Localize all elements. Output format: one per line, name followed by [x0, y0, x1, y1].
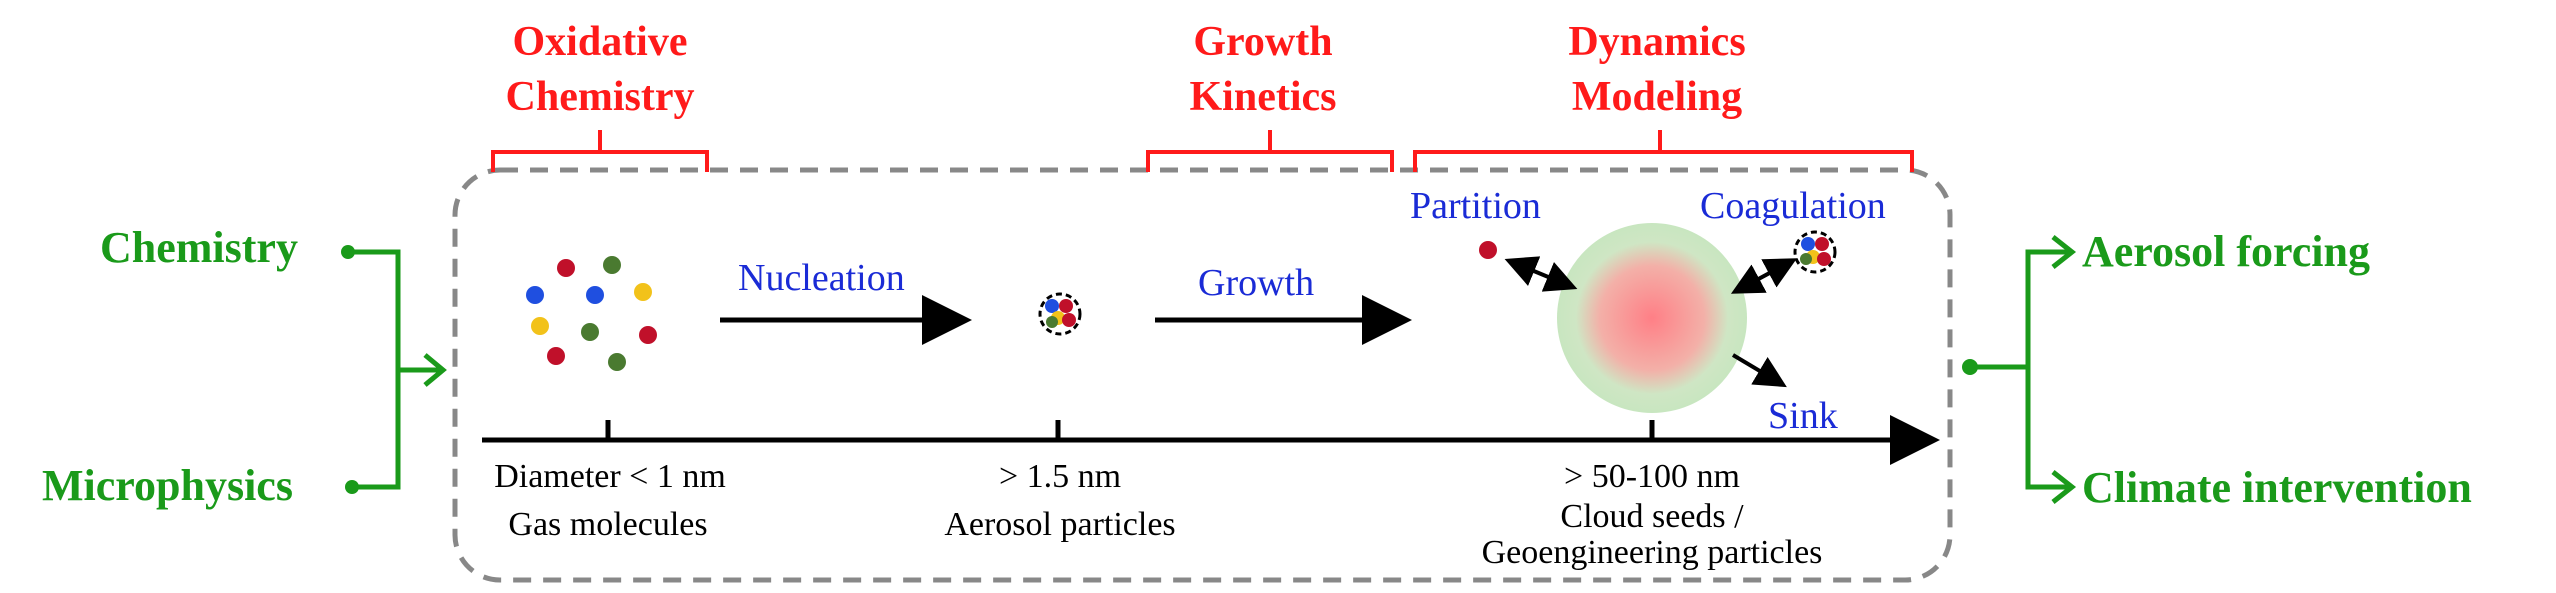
bracket-dynamics-modeling: Dynamics Modeling: [1413, 19, 1914, 172]
cloud-seed-particle: [1557, 223, 1747, 413]
coagulation-particle: [1793, 230, 1837, 274]
bracket-growth-kinetics: Growth Kinetics: [1146, 19, 1394, 172]
output-aerosol-forcing-label: Aerosol forcing: [2082, 227, 2370, 276]
bracket-oxidative-line2: Chemistry: [506, 74, 695, 120]
bracket-growth-line2: Kinetics: [1190, 74, 1337, 120]
partition-arrow: [1504, 256, 1578, 292]
output-climate-intervention-label: Climate intervention: [2082, 463, 2472, 512]
sink-arrow: [1731, 353, 1787, 388]
process-coagulation-label: Coagulation: [1700, 185, 1886, 227]
tick1-desc-label: Gas molecules: [508, 506, 707, 543]
aerosol-particle: [1038, 292, 1082, 336]
tick1-size-label: Diameter < 1 nm: [494, 458, 726, 495]
process-growth-label: Growth: [1198, 262, 1314, 304]
input-chemistry-label: Chemistry: [100, 223, 298, 272]
bracket-oxidative-chemistry: Oxidative Chemistry: [491, 19, 709, 172]
bracket-oxidative-line1: Oxidative: [513, 19, 688, 65]
tick2-size-label: > 1.5 nm: [999, 458, 1121, 495]
tick3-desc-line2: Geoengineering particles: [1482, 534, 1823, 571]
bracket-dynamics-line1: Dynamics: [1568, 19, 1745, 65]
process-nucleation-label: Nucleation: [738, 257, 905, 299]
process-partition-label: Partition: [1410, 185, 1541, 227]
input-merge-connector: [348, 249, 401, 490]
bracket-dynamics-line2: Modeling: [1572, 74, 1742, 120]
tick3-size-label: > 50-100 nm: [1564, 458, 1740, 495]
output-split-connector: [2025, 249, 2070, 490]
partition-particle: [1479, 241, 1497, 259]
inputs-group: Chemistry Microphysics: [42, 223, 447, 510]
outputs-group: Aerosol forcing Climate intervention: [1962, 227, 2472, 512]
gas-molecules-cluster: [526, 256, 657, 371]
bracket-growth-line1: Growth: [1193, 19, 1332, 65]
process-sink-label: Sink: [1768, 395, 1838, 437]
coagulation-arrow: [1730, 258, 1798, 294]
tick3-desc-line1: Cloud seeds /: [1560, 498, 1744, 535]
input-microphysics-label: Microphysics: [42, 461, 293, 510]
process-frame: [452, 167, 1953, 583]
tick2-desc-label: Aerosol particles: [944, 506, 1175, 543]
